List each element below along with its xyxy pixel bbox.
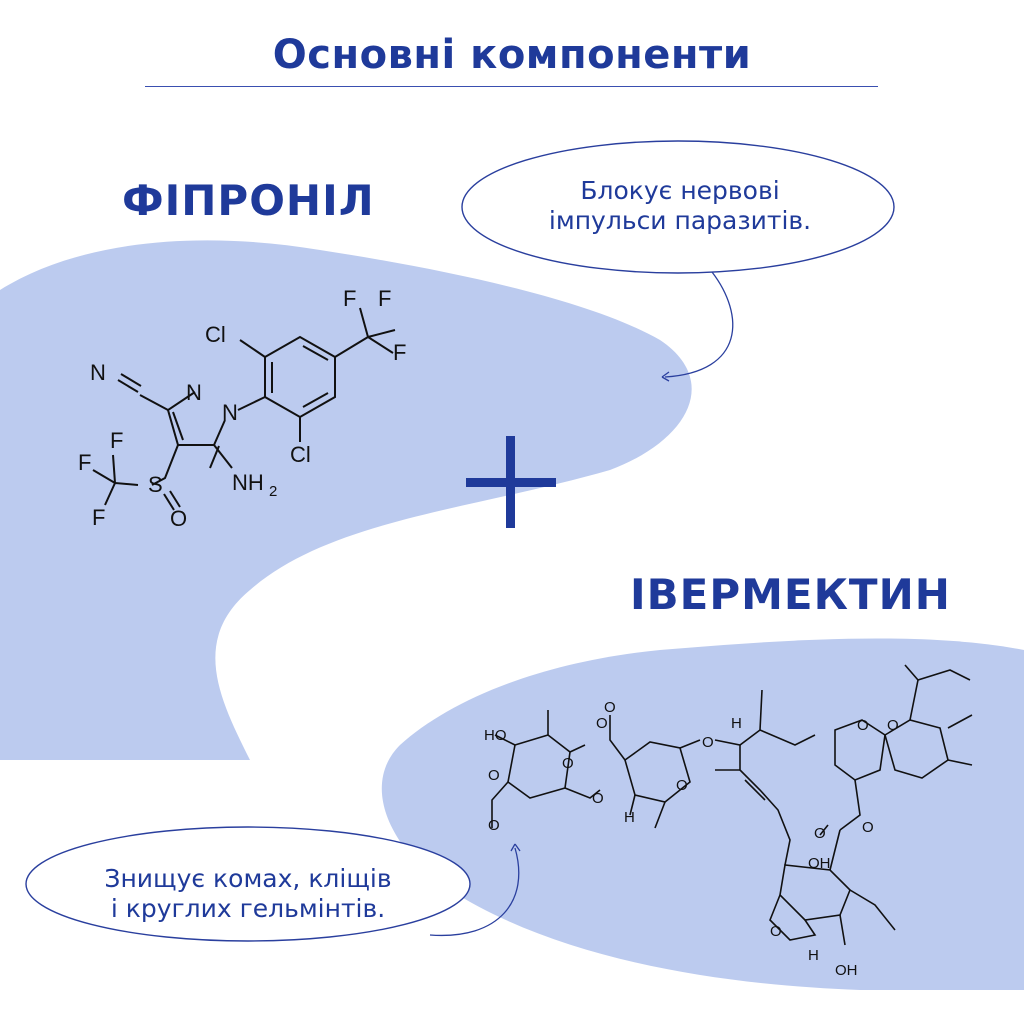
fip-n1: N [186, 380, 202, 405]
fip-f4: F [110, 428, 123, 453]
fip-n-cyano: N [90, 360, 106, 385]
iv-h2: H [731, 715, 742, 732]
bubble-fipronil [461, 140, 895, 274]
fip-cl2: Cl [290, 442, 311, 467]
bubble-ivermectin-pointer [429, 847, 520, 937]
title-divider [145, 86, 878, 87]
iv-h3: H [808, 947, 819, 964]
iv-o3: O [592, 790, 604, 807]
iv-o1: O [488, 767, 500, 784]
fip-n2: N [222, 400, 238, 425]
iv-o12: O [488, 817, 500, 834]
iv-h1: H [624, 809, 635, 826]
fip-f1: F [343, 286, 356, 311]
fipronil-blob [0, 240, 692, 761]
fipronil-bubble-text: Блокує нервові імпульси паразитів. [470, 176, 890, 236]
arrow-head-1 [661, 371, 670, 382]
fip-cl1: Cl [205, 322, 226, 347]
iv-o8: O [887, 717, 899, 734]
iv-o10: O [814, 825, 826, 842]
iv-o11: O [770, 923, 782, 940]
iv-ho1: HO [484, 727, 507, 744]
fip-s: S [148, 472, 163, 497]
fipronil-bubble-line-1: Блокує нервові [580, 176, 780, 205]
fip-nh-sub: 2 [269, 483, 277, 500]
ivermectin-bubble-line-1: Знищує комах, кліщів [104, 864, 392, 893]
fipronil-bubble-line-2: імпульси паразитів. [548, 206, 812, 235]
iv-oh2: OH [835, 962, 858, 979]
iv-oh1: OH [808, 855, 831, 872]
fip-f3: F [393, 340, 406, 365]
ivermectin-bubble-text: Знищує комах, кліщів і круглих гельмінті… [38, 864, 458, 924]
bubble-fipronil-pointer [664, 271, 734, 378]
iv-o9: O [862, 819, 874, 836]
ivermectin-bubble-line-2: і круглих гельмінтів. [110, 894, 386, 923]
ivermectin-blob [381, 638, 1024, 990]
fip-o: O [170, 506, 187, 531]
iv-o4: O [604, 699, 616, 716]
iv-o7: O [857, 717, 869, 734]
fip-nh: NH [232, 470, 264, 495]
fipronil-name: ФІПРОНІЛ [122, 176, 375, 225]
iv-o5: O [676, 777, 688, 794]
arrow-head-2 [510, 843, 521, 852]
bubble-ivermectin [25, 826, 471, 942]
iv-o13: O [596, 715, 608, 732]
iv-o2: O [562, 755, 574, 772]
ivermectin-name: ІВЕРМЕКТИН [630, 570, 951, 619]
page-title: Основні компоненти [272, 32, 752, 78]
fip-f6: F [92, 505, 105, 530]
plus-vertical [506, 436, 515, 528]
iv-o6: O [702, 734, 714, 751]
fip-f2: F [378, 286, 391, 311]
fip-f5: F [78, 450, 91, 475]
